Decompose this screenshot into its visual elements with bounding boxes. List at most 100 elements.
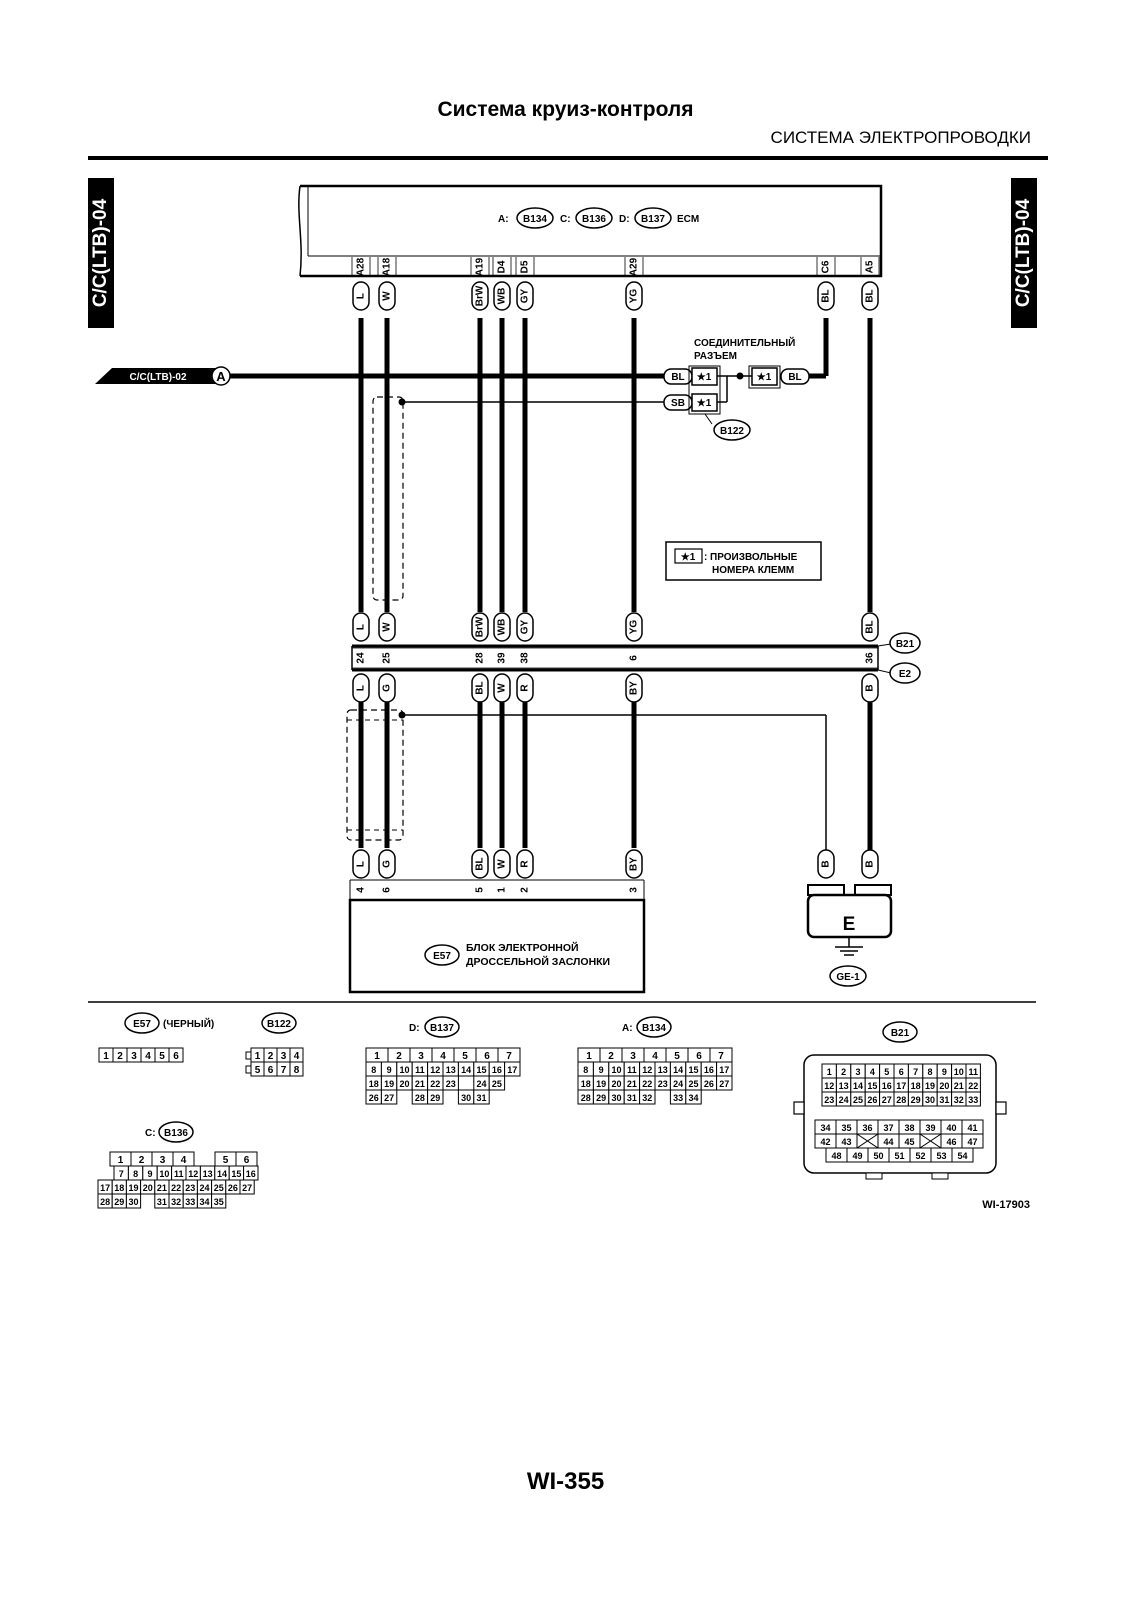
svg-text:6: 6 — [244, 1155, 250, 1166]
svg-text:9: 9 — [147, 1169, 152, 1179]
svg-text:37: 37 — [883, 1123, 893, 1133]
throttle-pin: 2 — [520, 887, 531, 893]
svg-text:25: 25 — [214, 1183, 224, 1193]
ground-wire-color: B — [821, 860, 832, 867]
svg-text:5: 5 — [223, 1155, 229, 1166]
throttle-pin: 5 — [475, 887, 486, 893]
pin-cell — [504, 1061, 521, 1077]
svg-text:12: 12 — [188, 1169, 198, 1179]
throttle-wire-color-pill — [471, 849, 489, 879]
svg-text:D:: D: — [409, 1023, 420, 1034]
svg-text:13: 13 — [658, 1065, 668, 1075]
svg-text:8: 8 — [583, 1065, 588, 1075]
ecm-wire-color-pill — [378, 281, 396, 311]
svg-text:1: 1 — [255, 1051, 261, 1062]
svg-text:C:: C: — [560, 214, 571, 225]
svg-text:33: 33 — [968, 1095, 978, 1105]
svg-text:20: 20 — [939, 1081, 949, 1091]
ecm-wire-color: BrW — [475, 285, 486, 306]
b21-wire-color: GY — [520, 619, 531, 634]
svg-text:12: 12 — [430, 1065, 440, 1075]
svg-text:43: 43 — [841, 1137, 851, 1147]
svg-text:25: 25 — [492, 1079, 502, 1089]
e2-wire-color-pill — [352, 673, 370, 703]
svg-text:11: 11 — [415, 1065, 425, 1075]
svg-text:18: 18 — [369, 1079, 379, 1089]
svg-text:4: 4 — [181, 1155, 187, 1166]
svg-text:3: 3 — [281, 1051, 287, 1062]
svg-text:D:: D: — [619, 214, 630, 225]
svg-text:6: 6 — [268, 1065, 274, 1076]
b21-wire-color-pill — [516, 612, 534, 642]
pin-cell — [168, 1047, 184, 1063]
e2-wire-color-pill — [471, 673, 489, 703]
svg-text:16: 16 — [704, 1065, 714, 1075]
svg-text:2: 2 — [608, 1051, 614, 1062]
e2-wire-color: L — [356, 685, 367, 691]
pinout-b21-badge — [882, 1021, 918, 1043]
svg-text:31: 31 — [627, 1093, 637, 1103]
offpage-connector[interactable]: C/C(LTB)-02 A — [95, 366, 231, 386]
b21-pin: 6 — [629, 655, 640, 661]
svg-text:A:: A: — [622, 1023, 633, 1034]
b21-wire-color-pill — [352, 612, 370, 642]
pinout-b136-badge — [158, 1121, 194, 1143]
b21-wire-color: L — [356, 624, 367, 630]
svg-text:3: 3 — [418, 1051, 424, 1062]
ecm-terminal-a5: A5 — [865, 260, 876, 273]
svg-text:РАЗЪЕМ: РАЗЪЕМ — [694, 351, 737, 362]
svg-text:1: 1 — [827, 1067, 832, 1077]
svg-text:ДРОССЕЛЬНОЙ ЗАСЛОНКИ: ДРОССЕЛЬНОЙ ЗАСЛОНКИ — [466, 955, 610, 968]
ecm-wire-color: BL — [821, 289, 832, 302]
svg-text:ПРОИЗВОЛЬНЫЕ: ПРОИЗВОЛЬНЫЕ — [710, 552, 798, 563]
throttle-wire-color: G — [382, 860, 393, 868]
ecm-wire-color: YG — [629, 289, 640, 304]
svg-text:32: 32 — [642, 1093, 652, 1103]
svg-text:10: 10 — [159, 1169, 169, 1179]
svg-text:11: 11 — [627, 1065, 637, 1075]
throttle-wire-color-pill — [352, 849, 370, 879]
svg-text:31: 31 — [157, 1197, 167, 1207]
svg-text:23: 23 — [185, 1183, 195, 1193]
svg-text:36: 36 — [862, 1123, 872, 1133]
figure-id: WI-17903 — [982, 1199, 1030, 1211]
svg-text:17: 17 — [100, 1183, 110, 1193]
svg-text:15: 15 — [231, 1169, 241, 1179]
svg-text:13: 13 — [203, 1169, 213, 1179]
side-tab-left[interactable]: C/C(LTB)-04 — [88, 178, 114, 328]
throttle-wire-color: BL — [475, 857, 486, 870]
svg-text:25: 25 — [688, 1079, 698, 1089]
e2-wire-color: BY — [629, 681, 640, 695]
e2-wire-color-pill — [493, 673, 511, 703]
side-tab-right[interactable]: C/C(LTB)-04 — [1011, 178, 1037, 328]
ecm-wire-color-pill — [625, 281, 643, 311]
shield-upper — [372, 396, 404, 601]
svg-text:34: 34 — [688, 1093, 698, 1103]
pinout-e57-badge — [124, 1012, 160, 1034]
connector-b137-badge — [634, 207, 672, 229]
svg-text:34: 34 — [820, 1123, 830, 1133]
svg-text:4: 4 — [440, 1051, 446, 1062]
svg-text:12: 12 — [824, 1081, 834, 1091]
svg-text:28: 28 — [100, 1197, 110, 1207]
svg-text:16: 16 — [882, 1081, 892, 1091]
svg-text:E2: E2 — [899, 669, 912, 680]
svg-text:9: 9 — [599, 1065, 604, 1075]
svg-text:29: 29 — [430, 1093, 440, 1103]
pinout-b137-badge — [424, 1016, 460, 1038]
legend-box: ★1 : ПРОИЗВОЛЬНЫЕ НОМЕРА КЛЕММ — [665, 541, 822, 581]
svg-text:22: 22 — [642, 1079, 652, 1089]
svg-text:E57: E57 — [433, 951, 451, 962]
e2-wire-color-pill — [516, 673, 534, 703]
ecm-wire-color-pill — [516, 281, 534, 311]
ecm-wire-color-pill — [817, 281, 835, 311]
svg-text:24: 24 — [199, 1183, 209, 1193]
svg-text:48: 48 — [831, 1151, 841, 1161]
svg-text:12: 12 — [642, 1065, 652, 1075]
svg-text:15: 15 — [688, 1065, 698, 1075]
svg-text:BL: BL — [788, 372, 801, 383]
svg-text:B21: B21 — [896, 639, 915, 650]
